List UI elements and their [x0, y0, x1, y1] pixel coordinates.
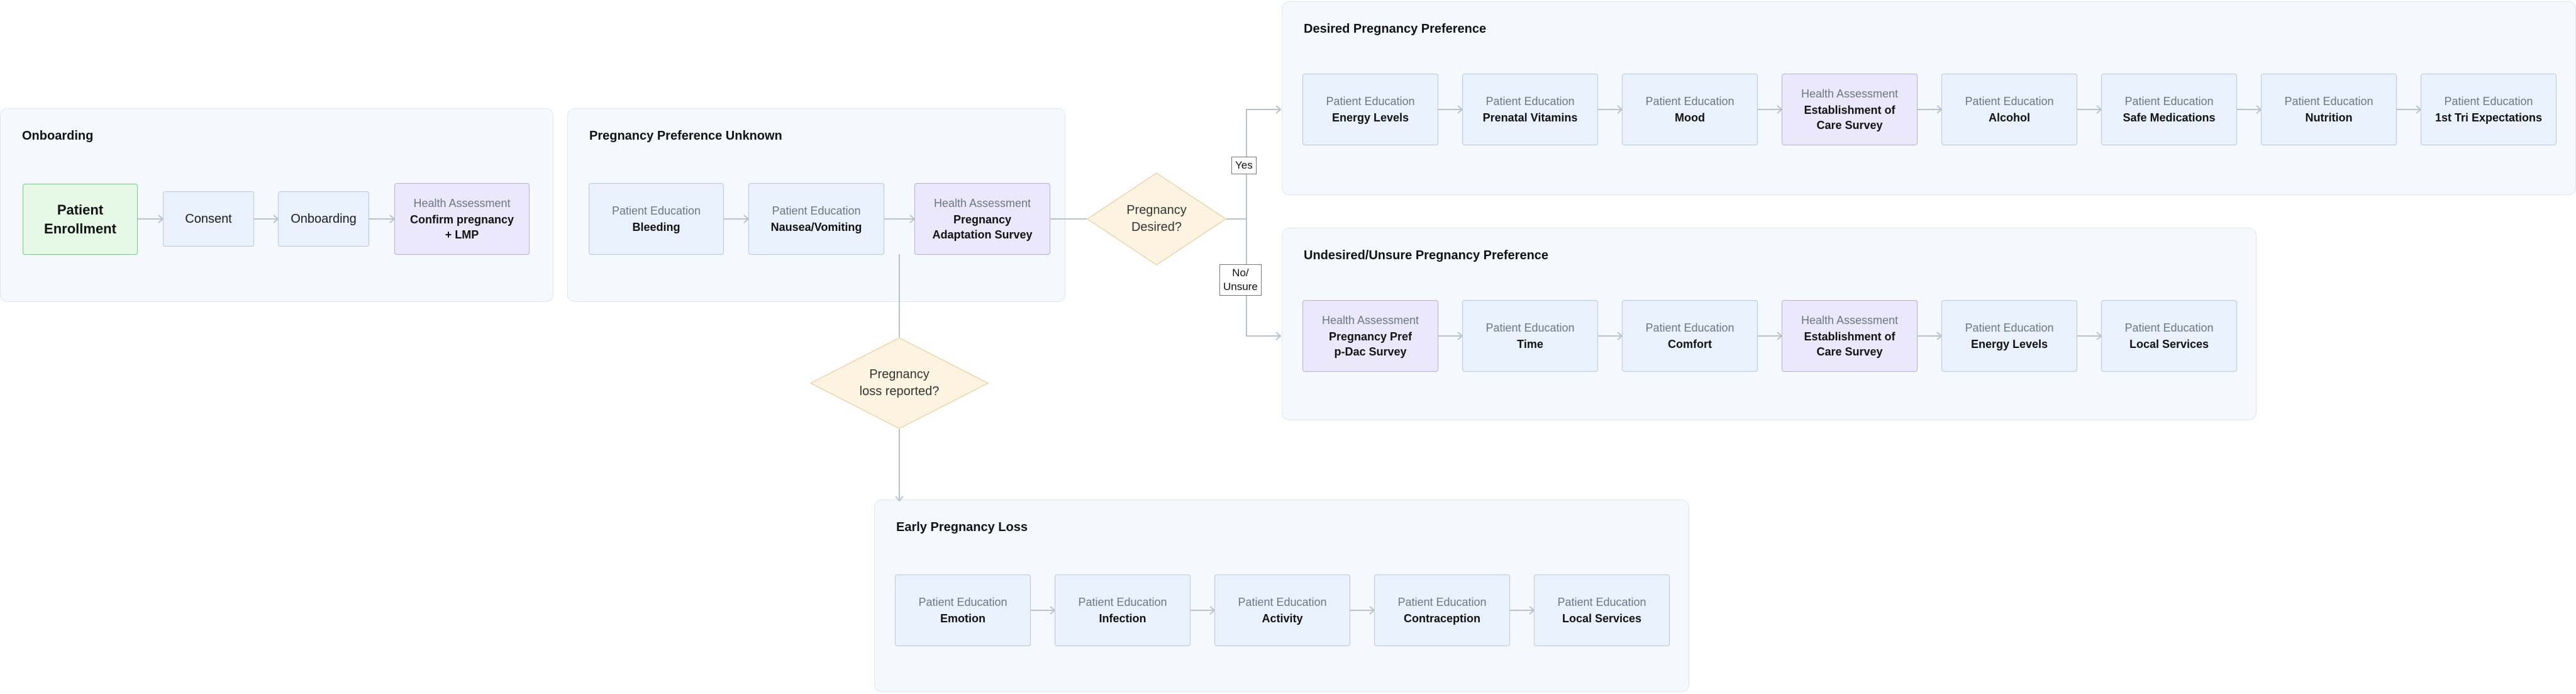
mood-node[interactable]: Patient Education Mood — [1622, 74, 1758, 145]
node-title: Prenatal Vitamins — [1482, 111, 1578, 124]
node-title: Emotion — [940, 612, 985, 625]
node-title: Mood — [1675, 111, 1705, 124]
node-category: Patient Education — [2124, 321, 2214, 334]
panel-title: Early Pregnancy Loss — [896, 520, 1028, 534]
diamond-shape — [1087, 172, 1226, 266]
no-unsure-edge-label: No/ Unsure — [1219, 264, 1262, 296]
patient-enrollment-node[interactable]: Patient Enrollment — [23, 184, 138, 255]
node-category: Patient Education — [1557, 595, 1646, 608]
node-category: Health Assessment — [1801, 87, 1899, 100]
node-title: Time — [1517, 338, 1543, 350]
pregnancy-desired-decision[interactable]: Pregnancy Desired? — [1087, 172, 1226, 266]
node-category: Patient Education — [611, 204, 701, 217]
node-title: Safe Medications — [2123, 111, 2216, 124]
node-title: Local Services — [1562, 612, 1642, 625]
yes-edge-label: Yes — [1231, 157, 1257, 175]
panel-title: Onboarding — [22, 129, 94, 143]
node-category: Patient Education — [918, 595, 1008, 608]
node-category: Patient Education — [2444, 94, 2533, 108]
undesired-preference-panel: Undesired/Unsure Pregnancy Preference — [1282, 228, 2257, 420]
onboarding-node[interactable]: Onboarding — [278, 191, 369, 247]
node-category: Patient Education — [2124, 94, 2214, 108]
panel-title: Pregnancy Preference Unknown — [589, 129, 782, 143]
node-title: Nutrition — [2305, 111, 2353, 124]
node-title: Energy Levels — [1331, 111, 1409, 124]
pdac-survey-node[interactable]: Health Assessment Pregnancy Pref p-Dac S… — [1302, 300, 1438, 372]
consent-node[interactable]: Consent — [163, 191, 254, 247]
arrowhead — [1275, 105, 1282, 114]
node-category: Patient Education — [1397, 595, 1487, 608]
energy-levels-node[interactable]: Patient Education Energy Levels — [1941, 300, 2077, 372]
infection-node[interactable]: Patient Education Infection — [1055, 574, 1191, 646]
establishment-of-care-node[interactable]: Health Assessment Establishment of Care … — [1782, 300, 1918, 372]
node-category: Health Assessment — [1801, 313, 1899, 327]
node-title: Pregnancy Adaptation Survey — [932, 213, 1033, 242]
node-category: Patient Education — [2284, 94, 2373, 108]
pregnancy-loss-decision[interactable]: Pregnancy loss reported? — [810, 337, 989, 429]
node-category: Patient Education — [1238, 595, 1327, 608]
diamond-shape — [810, 337, 989, 429]
panel-title: Undesired/Unsure Pregnancy Preference — [1304, 249, 1549, 262]
time-node[interactable]: Patient Education Time — [1462, 300, 1598, 372]
node-title: Infection — [1099, 612, 1146, 625]
node-title: Establishment of Care Survey — [1804, 330, 1896, 359]
arrowhead — [1275, 332, 1282, 340]
safe-medications-node[interactable]: Patient Education Safe Medications — [2101, 74, 2237, 145]
decision-label: Pregnancy Desired? — [1126, 203, 1187, 234]
node-title: Alcohol — [1989, 111, 2030, 124]
node-title: Establishment of Care Survey — [1804, 103, 1896, 132]
node-label: Consent — [185, 211, 232, 226]
node-category: Patient Education — [1485, 321, 1575, 334]
node-category: Patient Education — [772, 204, 861, 217]
contraception-node[interactable]: Patient Education Contraception — [1374, 574, 1510, 646]
adaptation-survey-node[interactable]: Health Assessment Pregnancy Adaptation S… — [914, 183, 1050, 255]
alcohol-node[interactable]: Patient Education Alcohol — [1941, 74, 2077, 145]
node-title: Patient Enrollment — [44, 201, 116, 237]
node-title: Pregnancy Pref p-Dac Survey — [1328, 330, 1413, 359]
node-category: Patient Education — [1645, 321, 1735, 334]
activity-node[interactable]: Patient Education Activity — [1214, 574, 1350, 646]
node-title: Energy Levels — [1970, 338, 2048, 350]
local-services-node[interactable]: Patient Education Local Services — [2101, 300, 2237, 372]
node-category: Patient Education — [1965, 94, 2054, 108]
node-category: Patient Education — [1645, 94, 1735, 108]
node-category: Patient Education — [1078, 595, 1167, 608]
node-title: Confirm pregnancy + LMP — [409, 213, 514, 242]
panel-title: Desired Pregnancy Preference — [1304, 22, 1487, 36]
node-title: 1st Tri Expectations — [2434, 111, 2543, 124]
nausea-node[interactable]: Patient Education Nausea/Vomiting — [748, 183, 884, 255]
first-tri-expectations-node[interactable]: Patient Education 1st Tri Expectations — [2421, 74, 2557, 145]
node-title: Comfort — [1668, 338, 1712, 350]
local-services-node[interactable]: Patient Education Local Services — [1534, 574, 1670, 646]
bleeding-node[interactable]: Patient Education Bleeding — [589, 183, 724, 255]
node-title: Bleeding — [632, 221, 680, 233]
establishment-of-care-node[interactable]: Health Assessment Establishment of Care … — [1782, 74, 1918, 145]
energy-levels-node[interactable]: Patient Education Energy Levels — [1302, 74, 1438, 145]
decision-label: Pregnancy loss reported? — [859, 367, 940, 398]
node-title: Local Services — [2129, 338, 2209, 350]
node-title: Activity — [1262, 612, 1303, 625]
node-title: Nausea/Vomiting — [770, 221, 862, 233]
node-title: Contraception — [1403, 612, 1480, 625]
node-category: Health Assessment — [413, 196, 511, 210]
node-category: Health Assessment — [1321, 313, 1419, 327]
prenatal-vitamins-node[interactable]: Patient Education Prenatal Vitamins — [1462, 74, 1598, 145]
node-category: Health Assessment — [933, 196, 1031, 210]
node-category: Patient Education — [1485, 94, 1575, 108]
node-label: Onboarding — [291, 211, 357, 226]
nutrition-node[interactable]: Patient Education Nutrition — [2261, 74, 2397, 145]
node-category: Patient Education — [1965, 321, 2054, 334]
comfort-node[interactable]: Patient Education Comfort — [1622, 300, 1758, 372]
node-category: Patient Education — [1326, 94, 1415, 108]
confirm-pregnancy-node[interactable]: Health Assessment Confirm pregnancy + LM… — [394, 183, 530, 255]
emotion-node[interactable]: Patient Education Emotion — [895, 574, 1031, 646]
